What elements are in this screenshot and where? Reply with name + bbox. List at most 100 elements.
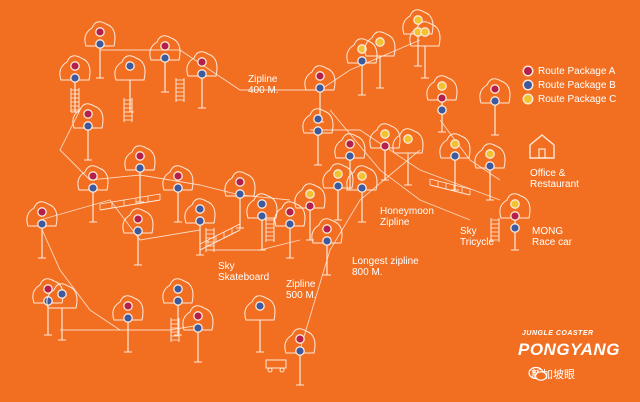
route-package-dot bbox=[313, 114, 323, 124]
route-package-dot bbox=[450, 151, 460, 161]
route-package-dot bbox=[95, 39, 105, 49]
label-longest-zipline: Longest zipline 800 M. bbox=[352, 256, 419, 278]
label-zipline-500: Zipline 500 M. bbox=[286, 279, 317, 301]
tree-icon bbox=[162, 165, 194, 223]
label-mong-race-car: MONG Race car bbox=[532, 226, 573, 248]
tree-icon bbox=[77, 165, 109, 223]
route-package-dot bbox=[235, 189, 245, 199]
label-sky-tricycle: Sky Tricycle bbox=[460, 226, 495, 248]
route-package-dot bbox=[490, 96, 500, 106]
route-package-dot bbox=[333, 169, 343, 179]
legend-item-c: Route Package C bbox=[524, 92, 616, 106]
tree-icon bbox=[392, 128, 424, 186]
legend-label-a: Route Package A bbox=[538, 65, 616, 77]
tree-icon bbox=[439, 133, 471, 191]
route-package-dot bbox=[490, 84, 500, 94]
ladder-icon bbox=[70, 88, 80, 112]
route-package-dot bbox=[133, 214, 143, 224]
ladder-icon bbox=[265, 218, 275, 242]
tree-icon bbox=[182, 305, 214, 363]
tree-icon bbox=[122, 208, 154, 266]
tree-icon bbox=[302, 108, 334, 166]
ladder-icon bbox=[170, 318, 180, 342]
route-package-dot bbox=[37, 207, 47, 217]
route-package-dot bbox=[380, 129, 390, 139]
route-package-dot bbox=[510, 211, 520, 221]
route-package-dot bbox=[437, 81, 447, 91]
tree-icon bbox=[149, 35, 181, 93]
tree-icon bbox=[474, 143, 506, 201]
tree-icon bbox=[224, 171, 256, 229]
label-sky-skateboard: Sky Skateboard bbox=[218, 261, 270, 283]
legend-label-b: Route Package B bbox=[538, 79, 616, 91]
watermark: 新加坡眼 bbox=[528, 366, 575, 382]
legend: Route Package A Route Package B Route Pa… bbox=[524, 64, 616, 106]
route-package-dot bbox=[357, 171, 367, 181]
route-package-dot bbox=[173, 171, 183, 181]
route-package-dot bbox=[125, 61, 135, 71]
car-icon bbox=[265, 359, 287, 373]
legend-label-c: Route Package C bbox=[538, 93, 617, 105]
ladder-icon bbox=[490, 218, 500, 242]
route-package-dot bbox=[135, 163, 145, 173]
tree-icon bbox=[112, 295, 144, 353]
tree-icon bbox=[409, 21, 441, 79]
route-package-dot bbox=[123, 313, 133, 323]
bridge-icon bbox=[429, 178, 471, 196]
route-package-dot bbox=[375, 37, 385, 47]
route-package-dot bbox=[135, 151, 145, 161]
route-a-dot-icon bbox=[524, 67, 532, 75]
tree-icon bbox=[59, 55, 91, 113]
tree-icon bbox=[479, 78, 511, 136]
route-package-dot bbox=[437, 93, 447, 103]
route-package-dot bbox=[295, 346, 305, 356]
tree-icon bbox=[402, 9, 434, 67]
route-package-dot bbox=[123, 301, 133, 311]
route-c-dot-icon bbox=[524, 95, 532, 103]
route-package-dot bbox=[197, 57, 207, 67]
route-package-dot bbox=[305, 201, 315, 211]
route-package-dot bbox=[197, 69, 207, 79]
tree-icon bbox=[244, 295, 276, 353]
route-package-dot bbox=[333, 181, 343, 191]
zipline-route-line bbox=[39, 199, 201, 241]
route-package-dot bbox=[322, 224, 332, 234]
tree-icon bbox=[284, 328, 316, 386]
route-package-dot bbox=[83, 109, 93, 119]
route-package-dot bbox=[485, 149, 495, 159]
route-package-dot bbox=[257, 199, 267, 209]
zipline-route-line bbox=[310, 129, 501, 201]
route-package-dot bbox=[305, 189, 315, 199]
tree-icon bbox=[322, 163, 354, 221]
route-package-dot bbox=[345, 151, 355, 161]
label-honeymoon-zipline: Honeymoon Zipline bbox=[380, 206, 434, 228]
route-package-dot bbox=[160, 53, 170, 63]
zipline-route-line bbox=[329, 109, 471, 221]
house-icon bbox=[529, 134, 555, 159]
ladder-icon bbox=[175, 78, 185, 102]
route-package-dot bbox=[43, 284, 53, 294]
tree-icon bbox=[426, 75, 458, 133]
bridge-icon bbox=[199, 223, 241, 251]
route-package-dot bbox=[450, 139, 460, 149]
route-package-dot bbox=[173, 183, 183, 193]
route-package-dot bbox=[173, 284, 183, 294]
route-package-dot bbox=[285, 219, 295, 229]
route-package-dot bbox=[57, 289, 67, 299]
route-package-dot bbox=[257, 211, 267, 221]
route-package-dot bbox=[255, 301, 265, 311]
route-package-dot bbox=[70, 61, 80, 71]
route-package-dot bbox=[133, 226, 143, 236]
tree-icon bbox=[72, 103, 104, 161]
route-package-dot bbox=[295, 334, 305, 344]
tree-icon bbox=[311, 218, 343, 276]
zipline-route-line bbox=[299, 149, 421, 351]
route-package-dot bbox=[235, 177, 245, 187]
tree-icon bbox=[369, 123, 401, 181]
label-zipline-400: Zipline 400 M. bbox=[248, 74, 279, 96]
tree-icon bbox=[46, 283, 78, 341]
tree-icon bbox=[32, 278, 64, 336]
route-package-dot bbox=[315, 71, 325, 81]
